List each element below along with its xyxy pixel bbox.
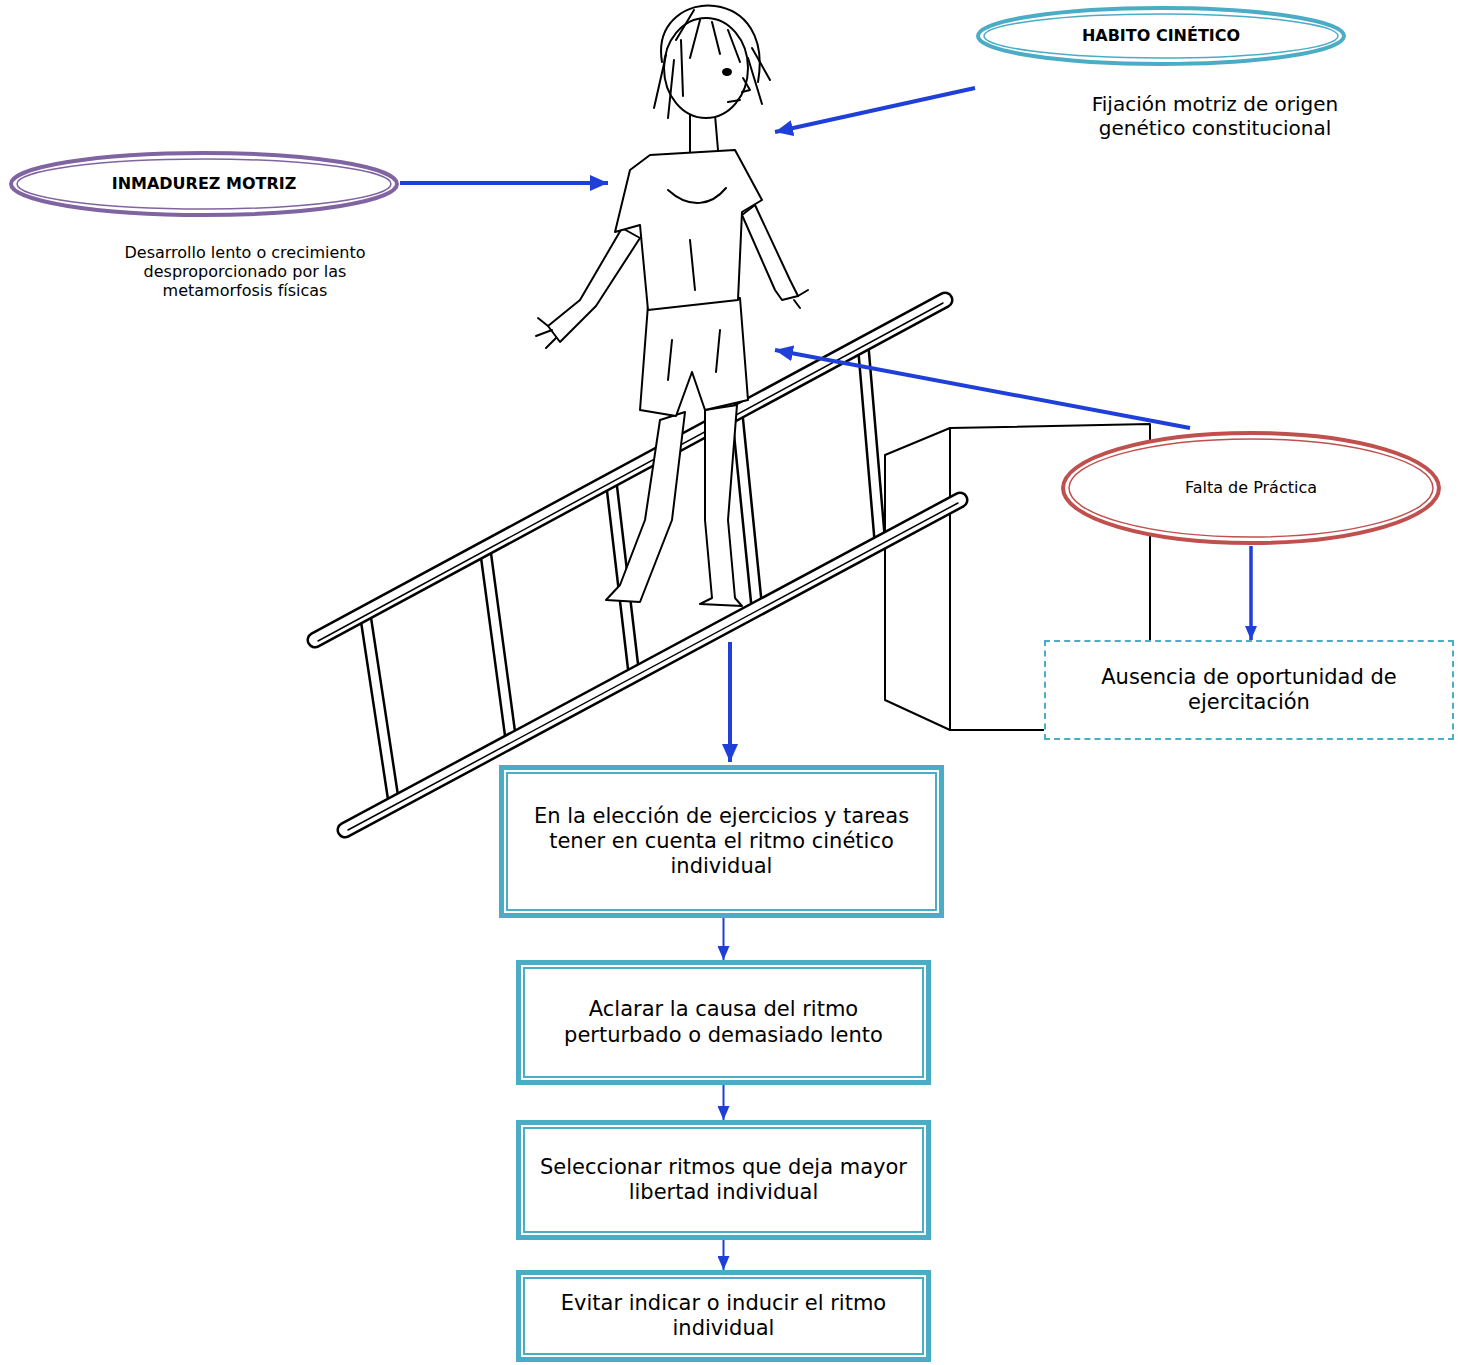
process-box: Seleccionar ritmos que deja mayor libert… xyxy=(516,1120,931,1240)
text-holder: HABITO CINÉTICO xyxy=(1082,26,1240,45)
ladder-rail xyxy=(315,300,945,640)
flow-arrow xyxy=(1249,546,1253,640)
child-figure xyxy=(742,205,798,300)
ladder-rail xyxy=(318,303,943,641)
support-box xyxy=(885,428,950,730)
text-holder: Falta de Práctica xyxy=(1185,478,1317,497)
node-text: Seleccionar ritmos que deja mayor libert… xyxy=(536,1155,911,1205)
ellipse-outline xyxy=(11,153,397,215)
ladder-rung xyxy=(365,613,394,804)
ladder-rung xyxy=(863,344,880,543)
child-figure xyxy=(723,69,731,75)
ladder-rail xyxy=(315,300,960,830)
text-holder: INMADUREZ MOTRIZ xyxy=(112,174,297,193)
ladder-rail xyxy=(318,303,958,830)
child-figure xyxy=(640,298,748,416)
ladder xyxy=(315,300,960,830)
child-figure xyxy=(615,150,762,310)
process-box: En la elección de ejercicios y tareas te… xyxy=(499,765,944,918)
process-box: Evitar indicar o inducir el ritmo indivi… xyxy=(516,1270,931,1362)
child-figure xyxy=(661,5,760,82)
child-figure xyxy=(794,290,808,308)
ladder-rung xyxy=(485,548,511,741)
child-figure xyxy=(668,330,720,380)
child-figure xyxy=(664,18,748,118)
node-text: INMADUREZ MOTRIZ xyxy=(112,174,297,193)
child-figure xyxy=(690,115,718,152)
child-figure xyxy=(654,10,770,118)
text-holder: Aclarar la causa del ritmo perturbado o … xyxy=(536,997,911,1047)
flow-arrow xyxy=(723,918,725,960)
leader-arrow xyxy=(775,88,975,132)
ladder-rung xyxy=(485,548,511,741)
child-figure xyxy=(606,412,685,602)
ladder-rung xyxy=(365,613,394,804)
cause-ellipse: INMADUREZ MOTRIZ xyxy=(8,150,400,218)
ladder-rail xyxy=(315,300,945,640)
child-figure xyxy=(536,318,556,348)
ellipse-outline xyxy=(17,159,391,209)
description-note: Fijación motriz de origen genético const… xyxy=(1048,92,1382,140)
text-holder: Ausencia de oportunidad de ejercitación xyxy=(1059,665,1439,715)
node-text: Ausencia de oportunidad de ejercitación xyxy=(1059,665,1439,715)
node-text: Aclarar la causa del ritmo perturbado o … xyxy=(536,997,911,1047)
text-holder: Evitar indicar o inducir el ritmo indivi… xyxy=(534,1291,913,1341)
node-text: En la elección de ejercicios y tareas te… xyxy=(519,804,924,880)
ladder-rung xyxy=(737,412,757,609)
ladder-rail xyxy=(315,300,960,830)
text-holder: Seleccionar ritmos que deja mayor libert… xyxy=(536,1155,911,1205)
ellipse-outline xyxy=(978,8,1344,64)
ellipse-outline xyxy=(984,14,1338,58)
description-note: Desarrollo lento o crecimiento despropor… xyxy=(122,243,368,301)
leader-arrow xyxy=(728,642,732,762)
child-figure xyxy=(536,5,808,606)
child-figure xyxy=(700,405,742,606)
ellipse-outline xyxy=(1063,433,1439,543)
process-box: Aclarar la causa del ritmo perturbado o … xyxy=(516,960,931,1085)
cause-ellipse: Falta de Práctica xyxy=(1060,430,1442,546)
ellipse-outline xyxy=(1069,439,1433,537)
node-text: Evitar indicar o inducir el ritmo indivi… xyxy=(534,1291,913,1341)
node-text: Falta de Práctica xyxy=(1185,478,1317,497)
child-figure xyxy=(728,78,750,102)
ladder-rung xyxy=(737,412,757,609)
leader-arrow xyxy=(775,350,1190,428)
flow-arrow xyxy=(723,1085,725,1120)
text-holder: En la elección de ejercicios y tareas te… xyxy=(519,804,924,880)
child-figure xyxy=(548,228,640,342)
child-figure xyxy=(668,188,726,290)
leader-arrow xyxy=(400,181,608,185)
node-text: HABITO CINÉTICO xyxy=(1082,26,1240,45)
cause-ellipse: HABITO CINÉTICO xyxy=(975,5,1347,67)
ladder-rung xyxy=(863,344,880,543)
note-box: Ausencia de oportunidad de ejercitación xyxy=(1044,640,1454,740)
flow-arrow xyxy=(723,1240,725,1270)
